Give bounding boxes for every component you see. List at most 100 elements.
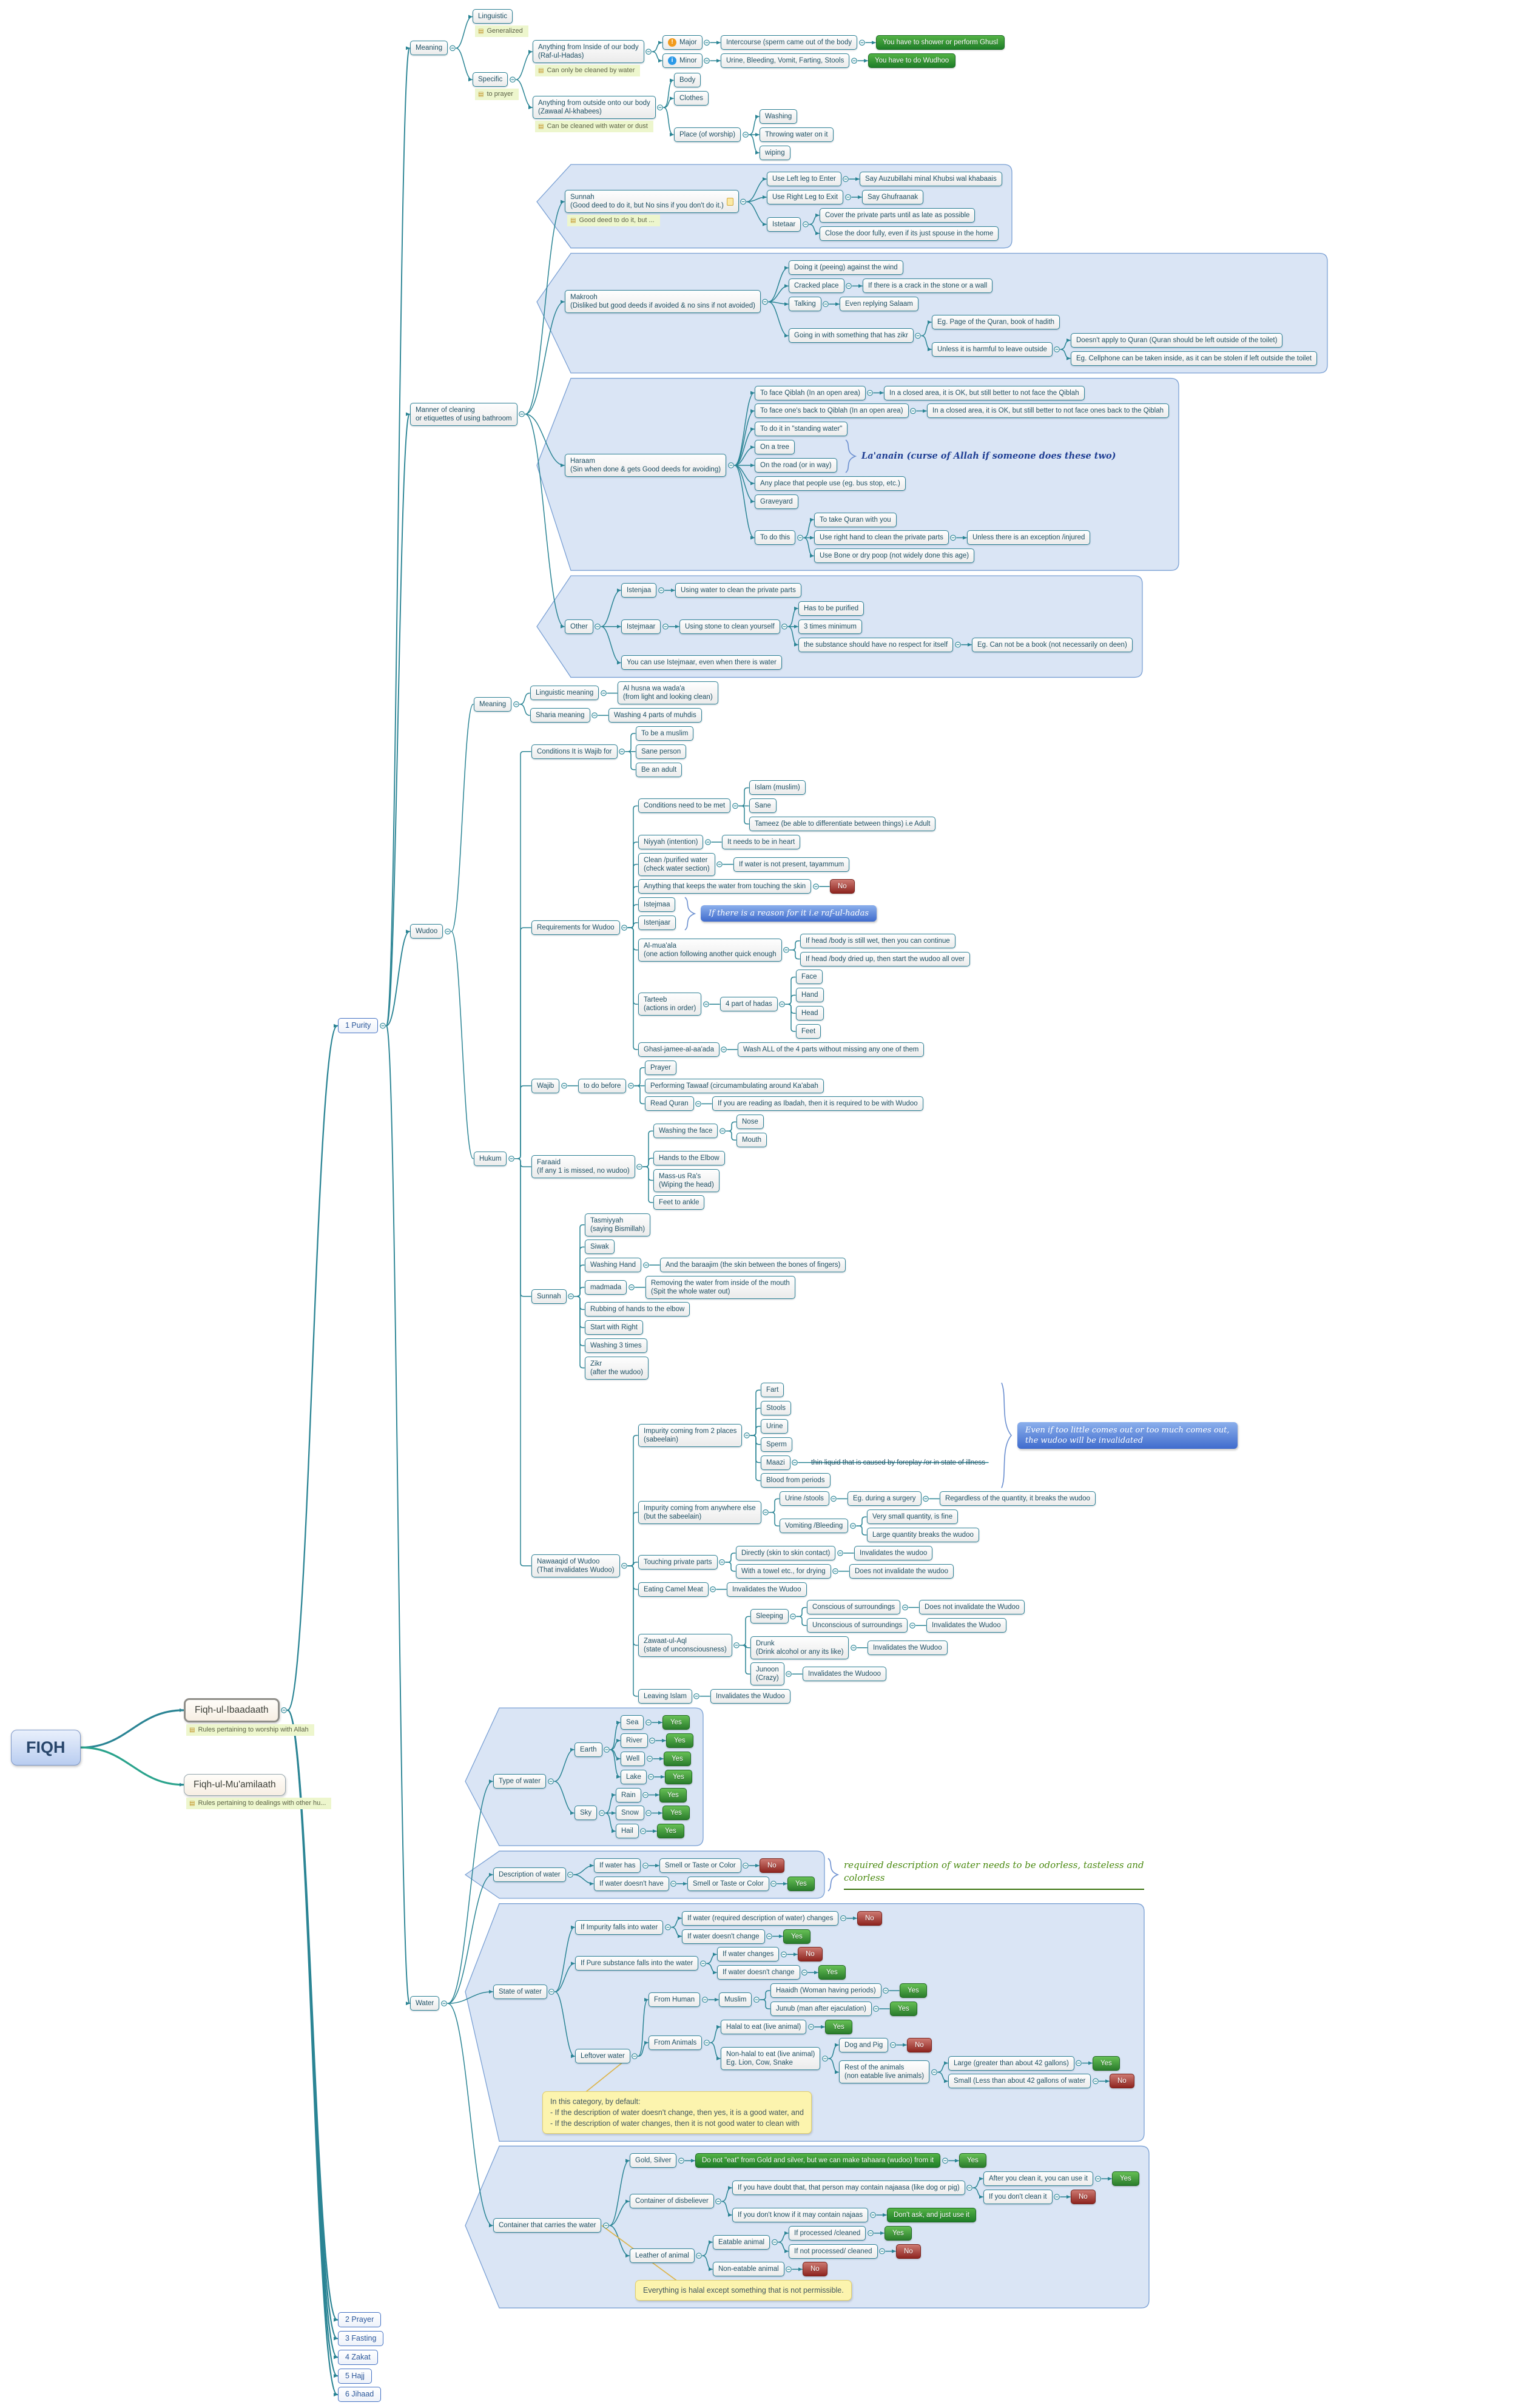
mind-node-very-small-quantity-is-fine[interactable]: Very small quantity, is fine [867, 1509, 959, 1524]
mind-node-faraaid-if-any-1-is-missed-no-wudoo[interactable]: Faraaid (If any 1 is missed, no wudoo) [531, 1155, 635, 1178]
mind-node-doesn-t-apply-to-quran-quran-should-be-left-ou[interactable]: Doesn't apply to Quran (Quran should be … [1071, 333, 1283, 348]
mind-node-istenjaar[interactable]: Istenjaar [638, 916, 676, 930]
mind-node-does-not-invalidate-the-wudoo[interactable]: Does not invalidate the Wudoo [919, 1600, 1025, 1614]
mind-node-sharia-meaning[interactable]: Sharia meaning [530, 708, 590, 723]
mind-node-if-not-processed-cleaned[interactable]: If not processed/ cleaned [789, 2244, 878, 2259]
mind-node-head[interactable]: Head [796, 1006, 824, 1020]
mind-node-and-the-baraajim-the-skin-between-the-bones-of[interactable]: And the baraajim (the skin between the b… [660, 1258, 846, 1272]
attached-note-can-only-be-cleaned-by-water[interactable]: ▤Can only be cleaned by water [535, 65, 641, 76]
attached-note-to-prayer[interactable]: ▤to prayer [475, 89, 519, 100]
mind-node-throwing-water-on-it[interactable]: Throwing water on it [760, 127, 834, 142]
mind-node-specific[interactable]: Specific [473, 72, 508, 87]
mind-node-does-not-invalidate-the-wudoo[interactable]: Does not invalidate the wudoo [849, 1564, 954, 1579]
mind-node-fart[interactable]: Fart [761, 1383, 784, 1397]
mind-node-linguistic-meaning[interactable]: Linguistic meaning [530, 686, 599, 700]
mind-node-large-greater-than-about-42-gallons[interactable]: Large (greater than about 42 gallons) [948, 2056, 1074, 2071]
mind-node-drunk-drink-alcohol-or-any-its-like[interactable]: Drunk (Drink alcohol or any its like) [750, 1636, 849, 1659]
mind-node-yes[interactable]: Yes [787, 1877, 815, 1891]
mind-node-washing-the-face[interactable]: Washing the face [653, 1124, 718, 1138]
mind-node-washing-4-parts-of-muhdis[interactable]: Washing 4 parts of muhdis [608, 708, 702, 723]
mind-node-nawaaqid-of-wudoo-that-invalidates-wudoo[interactable]: Nawaaqid of Wudoo (That invalidates Wudo… [531, 1554, 620, 1577]
mind-node-in-a-closed-area-it-is-ok-but-still-better-to-[interactable]: In a closed area, it is OK, but still be… [884, 386, 1085, 400]
mind-node-anything-from-inside-of-our-body-raf-ul-hadas[interactable]: Anything from Inside of our body (Raf-ul… [533, 40, 644, 63]
mind-node-tarteeb-actions-in-order[interactable]: Tarteeb (actions in order) [638, 993, 702, 1016]
mind-node-impurity-coming-from-2-places-sabeelain[interactable]: Impurity coming from 2 places (sabeelain… [638, 1424, 743, 1447]
mind-node-earth[interactable]: Earth [575, 1742, 602, 1757]
mind-node-dog-and-pig[interactable]: Dog and Pig [839, 2038, 889, 2052]
mind-node-yes[interactable]: Yes [885, 2226, 912, 2241]
mind-node-washing[interactable]: Washing [760, 109, 798, 124]
mind-node-to-do-before[interactable]: to do before [578, 1079, 627, 1093]
mind-node-fiqh-ul-mu-amilaath[interactable]: Fiqh-ul-Mu'amilaath [184, 1774, 286, 1796]
mind-node-any-place-that-people-use-eg-bus-stop-etc[interactable]: Any place that people use (eg. bus stop,… [755, 476, 906, 491]
mind-node-yes[interactable]: Yes [1112, 2171, 1139, 2186]
mind-node-no[interactable]: No [760, 1858, 784, 1873]
mind-node-no[interactable]: No [798, 1947, 823, 1961]
mind-node-invalidates-the-wudoo[interactable]: Invalidates the Wudoo [868, 1641, 948, 1655]
mind-node-has-to-be-purified[interactable]: Has to be purified [798, 601, 864, 616]
mind-node-al-mua-ala-one-action-following-another-quick-[interactable]: Al-mua'ala (one action following another… [638, 939, 782, 962]
mind-node-wash-all-of-the-4-parts-without-missing-any-on[interactable]: Wash ALL of the 4 parts without missing … [738, 1042, 925, 1057]
mind-node-performing-tawaaf-circumambulating-around-ka-a[interactable]: Performing Tawaaf (circumambulating arou… [645, 1079, 824, 1093]
mind-node-cracked-place[interactable]: Cracked place [789, 278, 844, 293]
mind-node-if-water-changes[interactable]: If water changes [717, 1947, 780, 1961]
mind-node-mouth[interactable]: Mouth [736, 1133, 767, 1147]
attached-note-rules-pertaining-to-dealings-with-other-hu[interactable]: ▤Rules pertaining to dealings with other… [186, 1798, 332, 1809]
mind-node-washing-hand[interactable]: Washing Hand [585, 1258, 642, 1272]
mind-node-if-pure-substance-falls-into-the-water[interactable]: If Pure substance falls into the water [575, 1956, 699, 1971]
mind-node-al-husna-wa-wada-a-from-light-and-looking-clea[interactable]: Al husna wa wada'a (from light and looki… [618, 681, 718, 704]
mind-node-1-purity[interactable]: 1 Purity [338, 1018, 379, 1033]
mind-node-the-substance-should-have-no-respect-for-itsel[interactable]: the substance should have no respect for… [798, 638, 954, 652]
mind-node-place-of-worship[interactable]: Place (of worship) [674, 127, 741, 142]
mind-node-istejmaar[interactable]: Istejmaar [621, 619, 661, 634]
mind-node-it-needs-to-be-in-heart[interactable]: It needs to be in heart [722, 835, 801, 849]
mind-node-smell-or-taste-or-color[interactable]: Smell or Taste or Color [659, 1858, 741, 1873]
mind-node-hand[interactable]: Hand [796, 988, 824, 1002]
mind-node-unless-there-is-an-exception-injured[interactable]: Unless there is an exception /injured [967, 530, 1091, 545]
mind-node-2-prayer[interactable]: 2 Prayer [338, 2312, 382, 2327]
mind-node-from-human[interactable]: From Human [649, 1992, 701, 2007]
mind-node-use-left-leg-to-enter[interactable]: Use Left leg to Enter [767, 172, 841, 186]
mind-node-start-with-right[interactable]: Start with Right [585, 1320, 643, 1335]
mind-node-6-jihaad[interactable]: 6 Jihaad [338, 2387, 382, 2402]
mind-node-ghasl-jamee-al-aa-ada[interactable]: Ghasl-jamee-al-aa'ada [638, 1042, 719, 1057]
mind-node-if-water-is-not-present-tayammum[interactable]: If water is not present, tayammum [733, 857, 850, 872]
mind-node-manner-of-cleaning-or-etiquettes-of-using-bath[interactable]: Manner of cleaning or etiquettes of usin… [410, 403, 517, 426]
mind-node-with-a-towel-etc-for-drying[interactable]: With a towel etc., for drying [736, 1564, 831, 1579]
mind-node-large-quantity-breaks-the-wudoo[interactable]: Large quantity breaks the wudoo [867, 1528, 979, 1542]
mind-node-meaning[interactable]: Meaning [410, 41, 448, 55]
mind-node-invalidates-the-wudoo[interactable]: Invalidates the Wudoo [710, 1689, 790, 1704]
mind-node-if-you-don-t-know-if-it-may-contain-najaas[interactable]: If you don't know if it may contain naja… [732, 2208, 869, 2222]
mind-node-touching-private-parts[interactable]: Touching private parts [638, 1555, 718, 1570]
mind-node-if-you-don-t-clean-it[interactable]: If you don't clean it [983, 2190, 1053, 2204]
mind-node-even-replying-salaam[interactable]: Even replying Salaam [840, 297, 918, 311]
mind-node-sunnah[interactable]: Sunnah [531, 1289, 567, 1304]
mind-node-yes[interactable]: Yes [1093, 2056, 1120, 2071]
mind-node-from-animals[interactable]: From Animals [649, 2035, 703, 2050]
mind-node-if-there-is-a-crack-in-the-stone-or-a-wall[interactable]: If there is a crack in the stone or a wa… [863, 278, 993, 293]
mind-node-invalidates-the-wudoo[interactable]: Invalidates the Wudoo [926, 1618, 1006, 1633]
mind-node-no[interactable]: No [896, 2244, 921, 2259]
mind-node-if-water-doesn-t-change[interactable]: If water doesn't change [717, 1965, 800, 1980]
mind-node-meaning[interactable]: Meaning [474, 697, 512, 712]
mind-node-no[interactable]: No [1110, 2074, 1134, 2088]
mind-node-haraam-sin-when-done-gets-good-deeds-for-avoid[interactable]: Haraam (Sin when done & gets Good deeds … [565, 454, 727, 477]
mind-node-no[interactable]: No [1071, 2190, 1096, 2204]
mind-node-yes[interactable]: Yes [666, 1733, 693, 1748]
mind-node-regardless-of-the-quantity-it-breaks-the-wudoo[interactable]: Regardless of the quantity, it breaks th… [940, 1491, 1096, 1506]
mind-node-face[interactable]: Face [796, 970, 823, 984]
mind-node-if-impurity-falls-into-water[interactable]: If Impurity falls into water [575, 1920, 664, 1935]
mind-node-if-you-are-reading-as-ibadah-then-it-is-requir[interactable]: If you are reading as Ibadah, then it is… [712, 1096, 923, 1111]
mind-node-gold-silver[interactable]: Gold, Silver [630, 2153, 677, 2168]
mind-node-container-of-disbeliever[interactable]: Container of disbeliever [630, 2194, 714, 2208]
mind-node-sleeping[interactable]: Sleeping [750, 1609, 789, 1624]
mind-node-sperm[interactable]: Sperm [761, 1437, 792, 1452]
mind-node-urine-bleeding-vomit-farting-stools[interactable]: Urine, Bleeding, Vomit, Farting, Stools [721, 53, 850, 68]
mind-node-yes[interactable]: Yes [657, 1824, 684, 1838]
mind-node-4-part-of-hadas[interactable]: 4 part of hadas [720, 997, 778, 1011]
mind-node-maazi[interactable]: Maazi [761, 1455, 790, 1470]
mind-node-rain[interactable]: Rain [616, 1788, 641, 1803]
mind-node-to-face-one-s-back-to-qiblah-in-an-open-area[interactable]: To face one's back to Qiblah (In an open… [755, 403, 909, 418]
mind-node-no[interactable]: No [830, 879, 855, 894]
